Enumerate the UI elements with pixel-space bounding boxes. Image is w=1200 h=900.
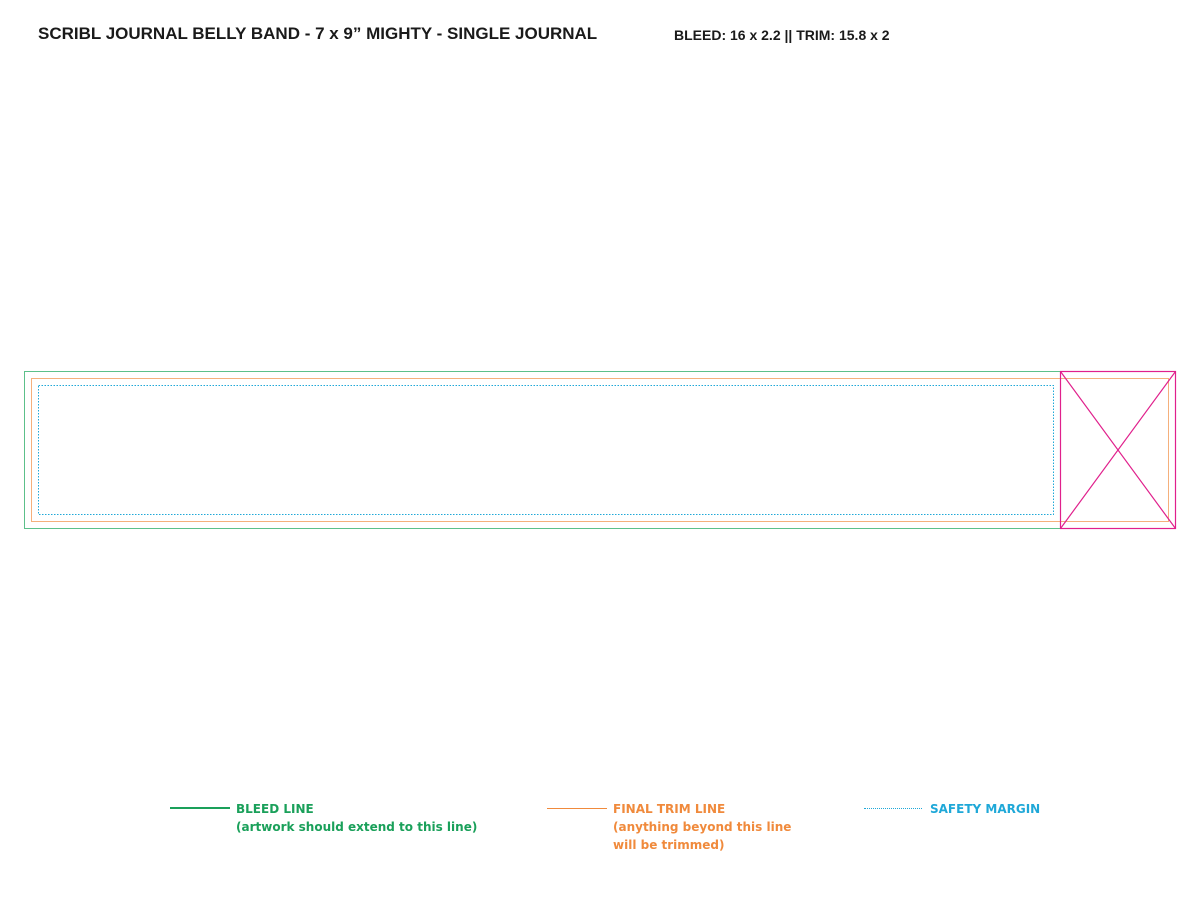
page-title: SCRIBL JOURNAL BELLY BAND - 7 x 9” MIGHT… (38, 24, 598, 43)
safety-margin-line (38, 385, 1054, 515)
legend-trim-label: FINAL TRIM LINE (613, 802, 726, 816)
legend-bleed-note: (artwork should extend to this line) (236, 820, 478, 834)
trim-swatch (547, 808, 607, 809)
bleed-line (24, 371, 1176, 529)
bleed-swatch (170, 807, 230, 809)
legend-bleed-label: BLEED LINE (236, 802, 314, 816)
cutout-box (1059, 370, 1177, 530)
legend-trim-note-line1: (anything beyond this line (613, 820, 792, 834)
legend-trim-note-line2: will be trimmed) (613, 838, 725, 852)
legend-safety-label: SAFETY MARGIN (930, 802, 1041, 816)
cutout-cross-line-b (1060, 371, 1176, 529)
safety-swatch (864, 808, 922, 809)
dimensions-spec: BLEED: 16 x 2.2 || TRIM: 15.8 x 2 (674, 27, 890, 43)
trim-line (31, 378, 1169, 522)
